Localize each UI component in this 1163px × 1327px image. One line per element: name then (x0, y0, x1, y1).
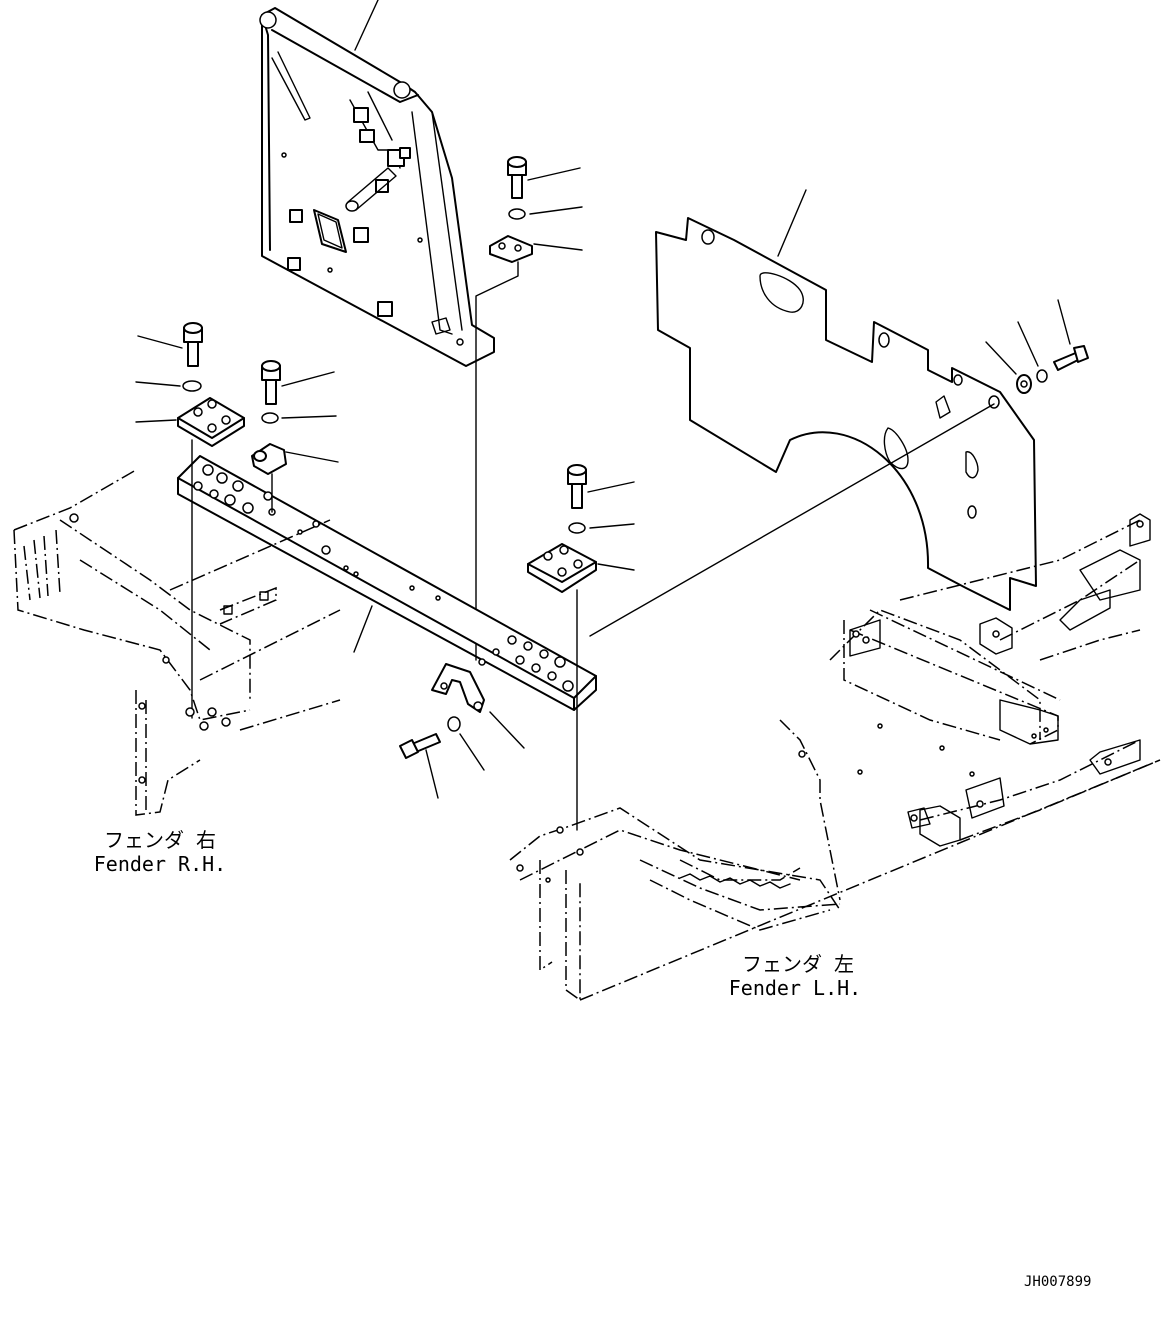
bolt-lower (399, 733, 441, 759)
clamp-mid (251, 443, 287, 475)
leader-beam (353, 605, 373, 653)
cover-plate (655, 217, 1037, 611)
leader (281, 371, 335, 387)
leader (425, 749, 439, 799)
leader (489, 711, 525, 749)
fender-lh-label-en: Fender L.H. (728, 976, 862, 1000)
leader (527, 167, 581, 181)
bolt-left (183, 322, 203, 367)
leader (281, 415, 337, 419)
leader (985, 341, 1017, 375)
leader (135, 381, 181, 387)
leader (1017, 321, 1039, 367)
washer-lower (447, 716, 461, 732)
leader (587, 481, 635, 493)
center-line (589, 403, 995, 637)
center-line (475, 261, 519, 661)
leader (597, 563, 635, 571)
leader (135, 419, 177, 423)
leader-cover (777, 189, 807, 257)
washer-mid (261, 412, 279, 424)
bolt-cover (1053, 345, 1089, 371)
washer-cover (1036, 369, 1048, 383)
washer-right (568, 522, 586, 534)
plate-left (177, 397, 245, 447)
console-panel (259, 7, 495, 367)
plate-console (489, 235, 533, 263)
bracket-lower (431, 663, 485, 713)
leader (533, 243, 583, 251)
fender-lh (509, 513, 1161, 1002)
leader (137, 335, 183, 349)
fender-lh-label-jp: フェンダ 左 (741, 952, 855, 976)
washer-left (182, 380, 202, 392)
washer-console (508, 208, 526, 220)
bolt-mid (261, 360, 281, 405)
leader (1057, 299, 1071, 345)
drawing-code: JH007899 (1024, 1274, 1092, 1290)
main-beam (177, 455, 597, 711)
bolt-right (567, 464, 587, 509)
fender-rh (13, 469, 341, 816)
fender-rh-label-en: Fender R.H. (93, 852, 227, 876)
leader (529, 206, 583, 215)
bolt-console (507, 156, 527, 199)
leader (285, 451, 339, 463)
leader (589, 523, 635, 529)
leader (459, 733, 485, 771)
plate-right (527, 543, 597, 593)
leader-console (354, 0, 379, 51)
fender-rh-label-jp: フェンダ 右 (103, 828, 217, 852)
